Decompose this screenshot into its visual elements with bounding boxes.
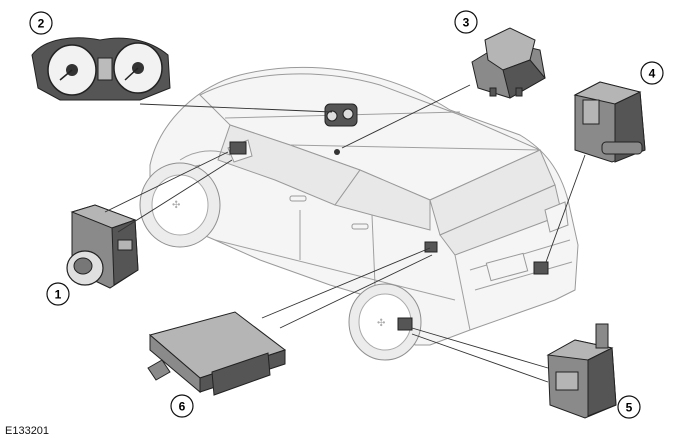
callout-4-label: 4	[649, 67, 656, 81]
callout-2-label: 2	[38, 17, 45, 31]
figure-id: E133201	[5, 425, 50, 437]
vehicle-illustration: ✣ ✣	[139, 66, 579, 361]
callout-5-label: 5	[626, 401, 633, 415]
callout-6-label: 6	[179, 400, 186, 414]
callout-1-label: 1	[55, 288, 62, 302]
svg-text:✣: ✣	[377, 318, 385, 329]
callout-6: 6	[170, 394, 194, 418]
callout-5: 5	[617, 395, 641, 419]
control-module-illustration	[147, 311, 287, 396]
brake-actuator-upper-illustration	[573, 81, 646, 163]
callout-3-label: 3	[463, 16, 470, 30]
instrument-cluster-illustration	[31, 37, 171, 101]
callout-3: 3	[454, 10, 478, 34]
brake-actuator-lower-illustration	[546, 323, 617, 419]
callout-4: 4	[640, 61, 664, 85]
callout-2: 2	[29, 11, 53, 35]
callout-1: 1	[46, 282, 70, 306]
leader-lines	[104, 84, 586, 383]
abs-module-illustration	[66, 204, 139, 289]
parking-brake-switch-illustration	[471, 27, 546, 99]
svg-text:✣: ✣	[172, 200, 180, 211]
